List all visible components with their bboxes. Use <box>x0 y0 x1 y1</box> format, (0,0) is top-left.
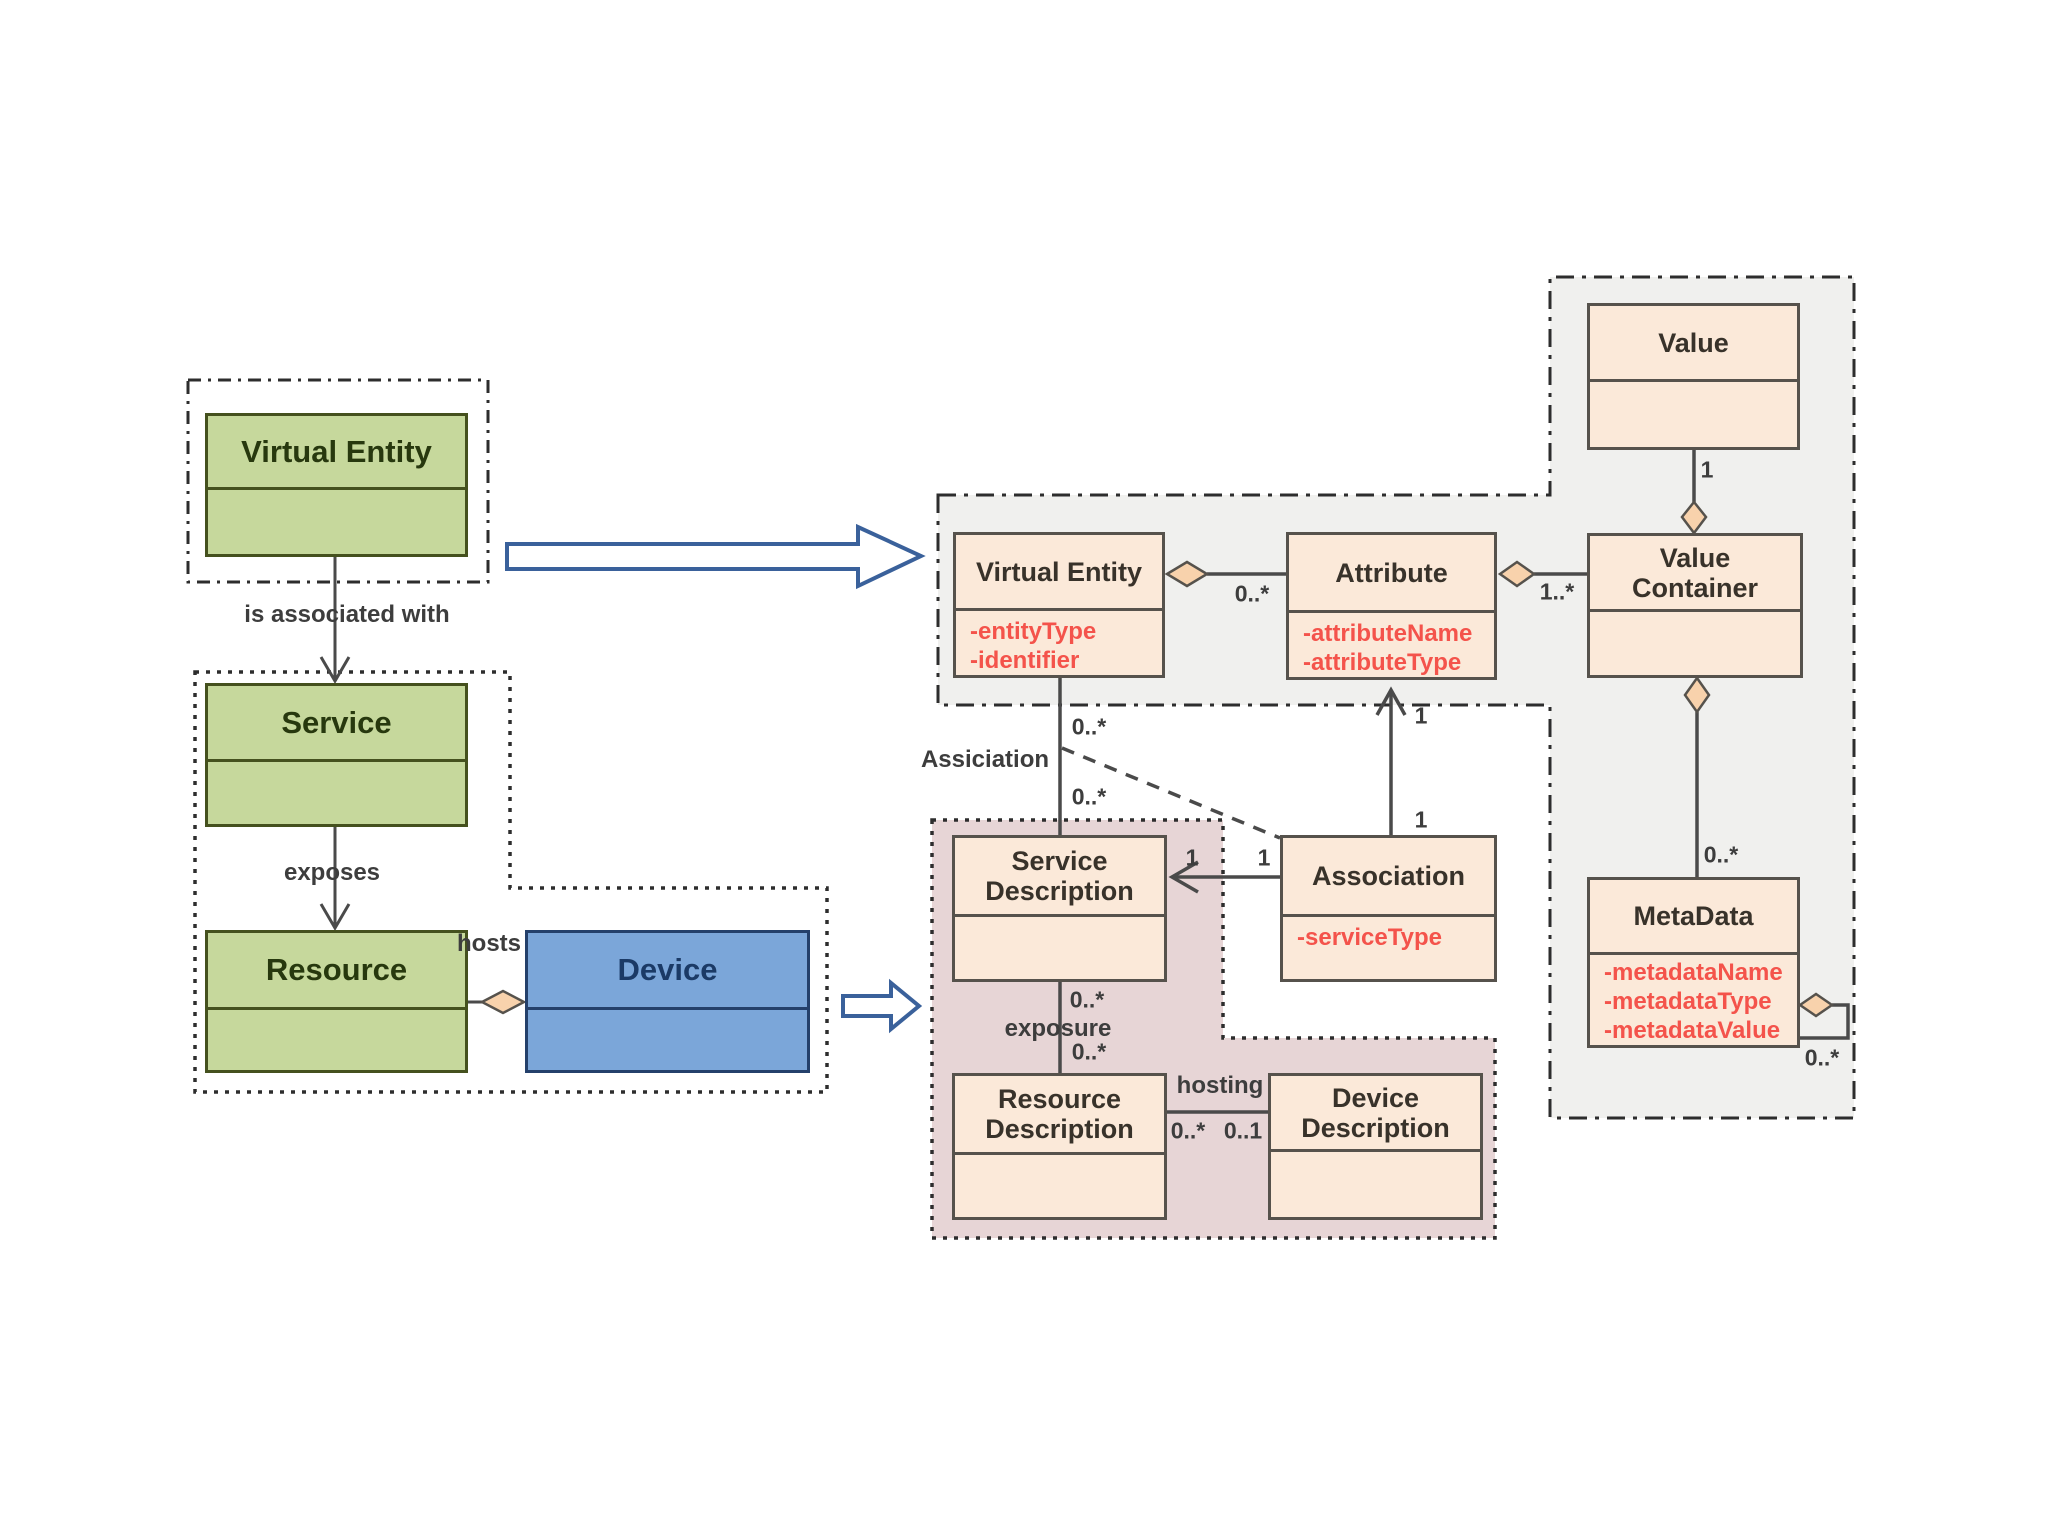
multiplicity-ve-sd-bottom: 0..* <box>1071 783 1107 810</box>
arrowhead-service-resource <box>319 903 351 931</box>
class-service-description: Service Description <box>952 835 1167 982</box>
class-attributes-empty <box>528 1010 807 1070</box>
class-value: Value <box>1587 303 1800 450</box>
class-device: Device <box>525 930 810 1073</box>
multiplicity-vc-metadata: 0..* <box>1703 841 1739 868</box>
class-title-text: Device Description <box>1301 1082 1450 1143</box>
class-attributes: -serviceType <box>1283 917 1494 979</box>
block-arrow-top-icon <box>505 523 926 590</box>
class-attribute: Attribute -attributeName -attributeType <box>1286 532 1497 680</box>
attribute-entry: -metadataType <box>1604 988 1772 1015</box>
class-attributes-empty <box>955 1155 1164 1217</box>
attribute-entry: -identifier <box>970 647 1080 674</box>
class-attributes: -attributeName -attributeType <box>1289 613 1494 677</box>
class-attributes-empty <box>955 917 1164 979</box>
arrowhead-association-attribute <box>1375 686 1407 716</box>
class-title-text: Resource Description <box>985 1084 1134 1144</box>
multiplicity-association-sd-near-sd: 1 <box>1185 844 1199 871</box>
edge-label-exposes: exposes <box>283 859 381 886</box>
attribute-entry: -attributeType <box>1303 649 1462 676</box>
block-arrow-bottom-icon <box>841 978 923 1034</box>
edge-label-hosting: hosting <box>1176 1072 1264 1099</box>
arrowhead-ve-service <box>319 656 351 684</box>
attribute-entry: -metadataValue <box>1604 1017 1781 1044</box>
edge-label-exposure: exposure <box>1004 1015 1112 1042</box>
multiplicity-value-vc: 1 <box>1700 456 1714 483</box>
class-title: Value <box>1590 306 1797 382</box>
class-attributes-empty <box>1271 1152 1480 1217</box>
class-title-text: Value Container <box>1631 542 1758 603</box>
class-title: MetaData <box>1590 880 1797 955</box>
class-title: Virtual Entity <box>956 535 1162 611</box>
multiplicity-ve-sd-top: 0..* <box>1071 713 1107 740</box>
class-title: Service Description <box>955 838 1164 917</box>
aggregation-diamond-ve-attribute <box>1164 560 1210 588</box>
aggregation-diamond-hosts <box>479 989 527 1015</box>
class-title: Resource <box>208 933 465 1010</box>
class-virtual-entity-detail: Virtual Entity -entityType -identifier <box>953 532 1165 678</box>
class-title: Virtual Entity <box>208 416 465 490</box>
edge-label-is-associated-with: is associated with <box>244 601 450 628</box>
attribute-entry: -serviceType <box>1297 924 1442 951</box>
multiplicity-rd-dd-right: 0..1 <box>1223 1117 1263 1144</box>
multiplicity-sd-rd-top: 0..* <box>1069 986 1105 1013</box>
attribute-entry: -entityType <box>970 618 1097 645</box>
arrowhead-association-sd <box>1168 860 1199 894</box>
class-title: Value Container <box>1590 536 1800 612</box>
class-attributes-empty <box>208 490 465 554</box>
multiplicity-sd-rd-bottom: 0..* <box>1071 1038 1107 1065</box>
edge-associationclass-dashed <box>1061 746 1281 840</box>
multiplicity-rd-dd-left: 0..* <box>1170 1117 1206 1144</box>
class-value-container: Value Container <box>1587 533 1803 678</box>
class-title: Service <box>208 686 465 762</box>
multiplicity-association-attribute-bottom: 1 <box>1414 806 1428 833</box>
multiplicity-ve-attribute: 0..* <box>1234 580 1270 607</box>
aggregation-diamond-attribute-vc <box>1497 560 1537 588</box>
class-title: Attribute <box>1289 535 1494 613</box>
class-attributes-empty <box>1590 382 1797 447</box>
class-metadata: MetaData -metadataName -metadataType -me… <box>1587 877 1800 1048</box>
class-attributes: -metadataName -metadataType -metadataVal… <box>1590 955 1797 1045</box>
class-attributes: -entityType -identifier <box>956 611 1162 675</box>
class-virtual-entity: Virtual Entity <box>205 413 468 557</box>
multiplicity-attribute-vc: 1..* <box>1539 578 1575 605</box>
aggregation-diamond-vc-metadata <box>1683 675 1711 715</box>
class-title-text: Service Description <box>985 846 1134 906</box>
class-attributes-empty <box>1590 612 1800 675</box>
edge-label-hosts: hosts <box>456 930 522 957</box>
multiplicity-association-sd-near-assoc: 1 <box>1257 844 1271 871</box>
class-title: Device Description <box>1271 1076 1480 1152</box>
aggregation-diamond-metadata-self <box>1797 992 1835 1018</box>
attribute-entry: -attributeName <box>1303 620 1473 647</box>
edge-metadata-selfloop <box>1800 1003 1850 1040</box>
class-device-description: Device Description <box>1268 1073 1483 1220</box>
multiplicity-metadata-self: 0..* <box>1804 1044 1840 1071</box>
class-title: Device <box>528 933 807 1010</box>
multiplicity-association-attribute-top: 1 <box>1414 702 1428 729</box>
virtual-entity-dashdot-region <box>186 378 490 584</box>
class-association: Association -serviceType <box>1280 835 1497 982</box>
class-resource: Resource <box>205 930 468 1073</box>
class-resource-description: Resource Description <box>952 1073 1167 1220</box>
class-title: Association <box>1283 838 1494 917</box>
class-attributes-empty <box>208 1010 465 1070</box>
attribute-entry: -metadataName <box>1604 959 1783 986</box>
class-attributes-empty <box>208 762 465 824</box>
edge-label-assiciation: Assiciation <box>920 746 1050 773</box>
class-service: Service <box>205 683 468 827</box>
device-dotted-region <box>193 670 829 1094</box>
class-title: Resource Description <box>955 1076 1164 1155</box>
